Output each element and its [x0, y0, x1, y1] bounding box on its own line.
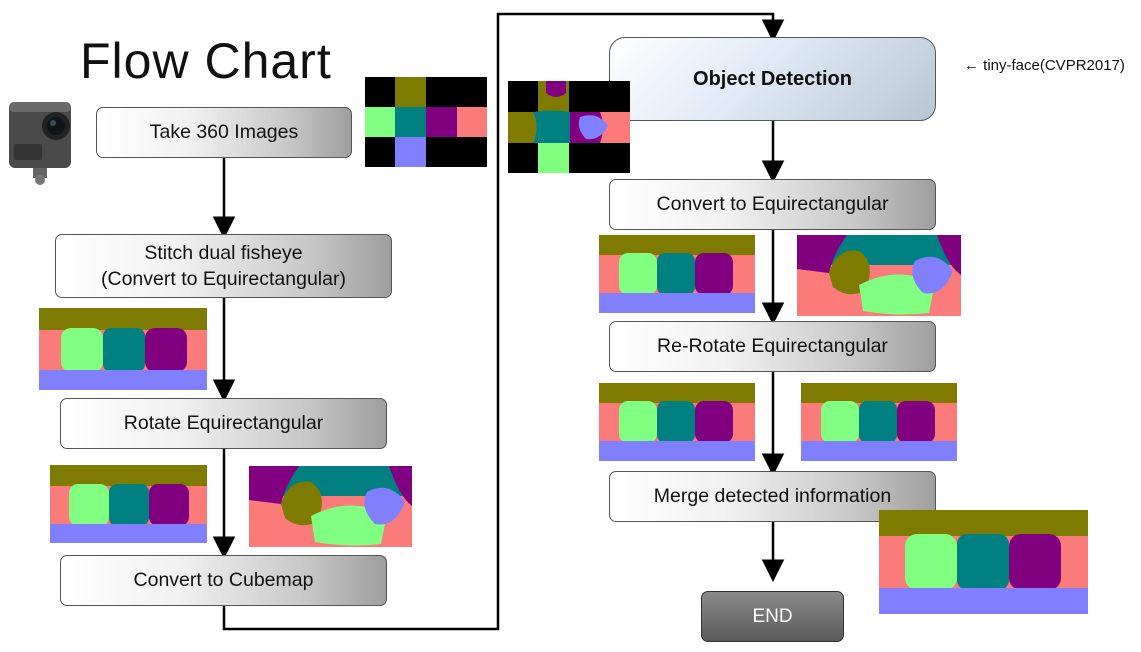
step-take-360-images: Take 360 Images — [96, 107, 352, 158]
equirect-thumbnail-stitched — [39, 308, 207, 390]
equirect-thumbnail-converted — [599, 235, 755, 313]
step-end-label: END — [752, 605, 793, 627]
step-rerotate-equirectangular: Re-Rotate Equirectangular — [609, 321, 936, 372]
step-convert-eq-label: Convert to Equirectangular — [656, 193, 889, 216]
equirect-thumbnail-before-rotate — [50, 465, 207, 543]
step-merge-label: Merge detected information — [653, 485, 892, 508]
step-convert-equirectangular: Convert to Equirectangular — [609, 179, 936, 230]
equirect-thumbnail-merged — [879, 510, 1088, 614]
step-merge-detected-information: Merge detected information — [609, 471, 936, 522]
page-title: Flow Chart — [80, 33, 332, 89]
equirect-thumbnail-rerotated-2 — [801, 383, 957, 461]
cubemap-rotated-thumbnail — [508, 81, 630, 173]
step-take-label: Take 360 Images — [149, 121, 299, 144]
arrow-cubemap-to-detection — [222, 12, 785, 631]
step-rotate-label: Rotate Equirectangular — [123, 412, 324, 435]
equirect-thumbnail-rotated — [249, 466, 412, 547]
cubemap-thumbnail — [365, 77, 487, 167]
camera-icon — [6, 100, 76, 191]
detector-note: ← tiny-face(CVPR2017) — [964, 57, 1125, 74]
step-stitch-label-1: Stitch dual fisheye — [144, 241, 303, 264]
equirect-thumbnail-rerotated-1 — [599, 383, 755, 461]
step-stitch-dual-fisheye: Stitch dual fisheye (Convert to Equirect… — [55, 234, 392, 298]
step-object-detection: Object Detection — [609, 37, 936, 121]
step-rerotate-label: Re-Rotate Equirectangular — [657, 335, 888, 358]
equirect-thumbnail-converted-rotated — [797, 235, 961, 316]
step-stitch-label-2: (Convert to Equirectangular) — [101, 268, 346, 290]
step-rotate-equirectangular: Rotate Equirectangular — [60, 398, 387, 449]
step-cubemap-label: Convert to Cubemap — [133, 569, 314, 592]
step-end: END — [701, 591, 844, 642]
step-detect-label: Object Detection — [693, 67, 852, 90]
step-convert-to-cubemap: Convert to Cubemap — [60, 555, 387, 606]
